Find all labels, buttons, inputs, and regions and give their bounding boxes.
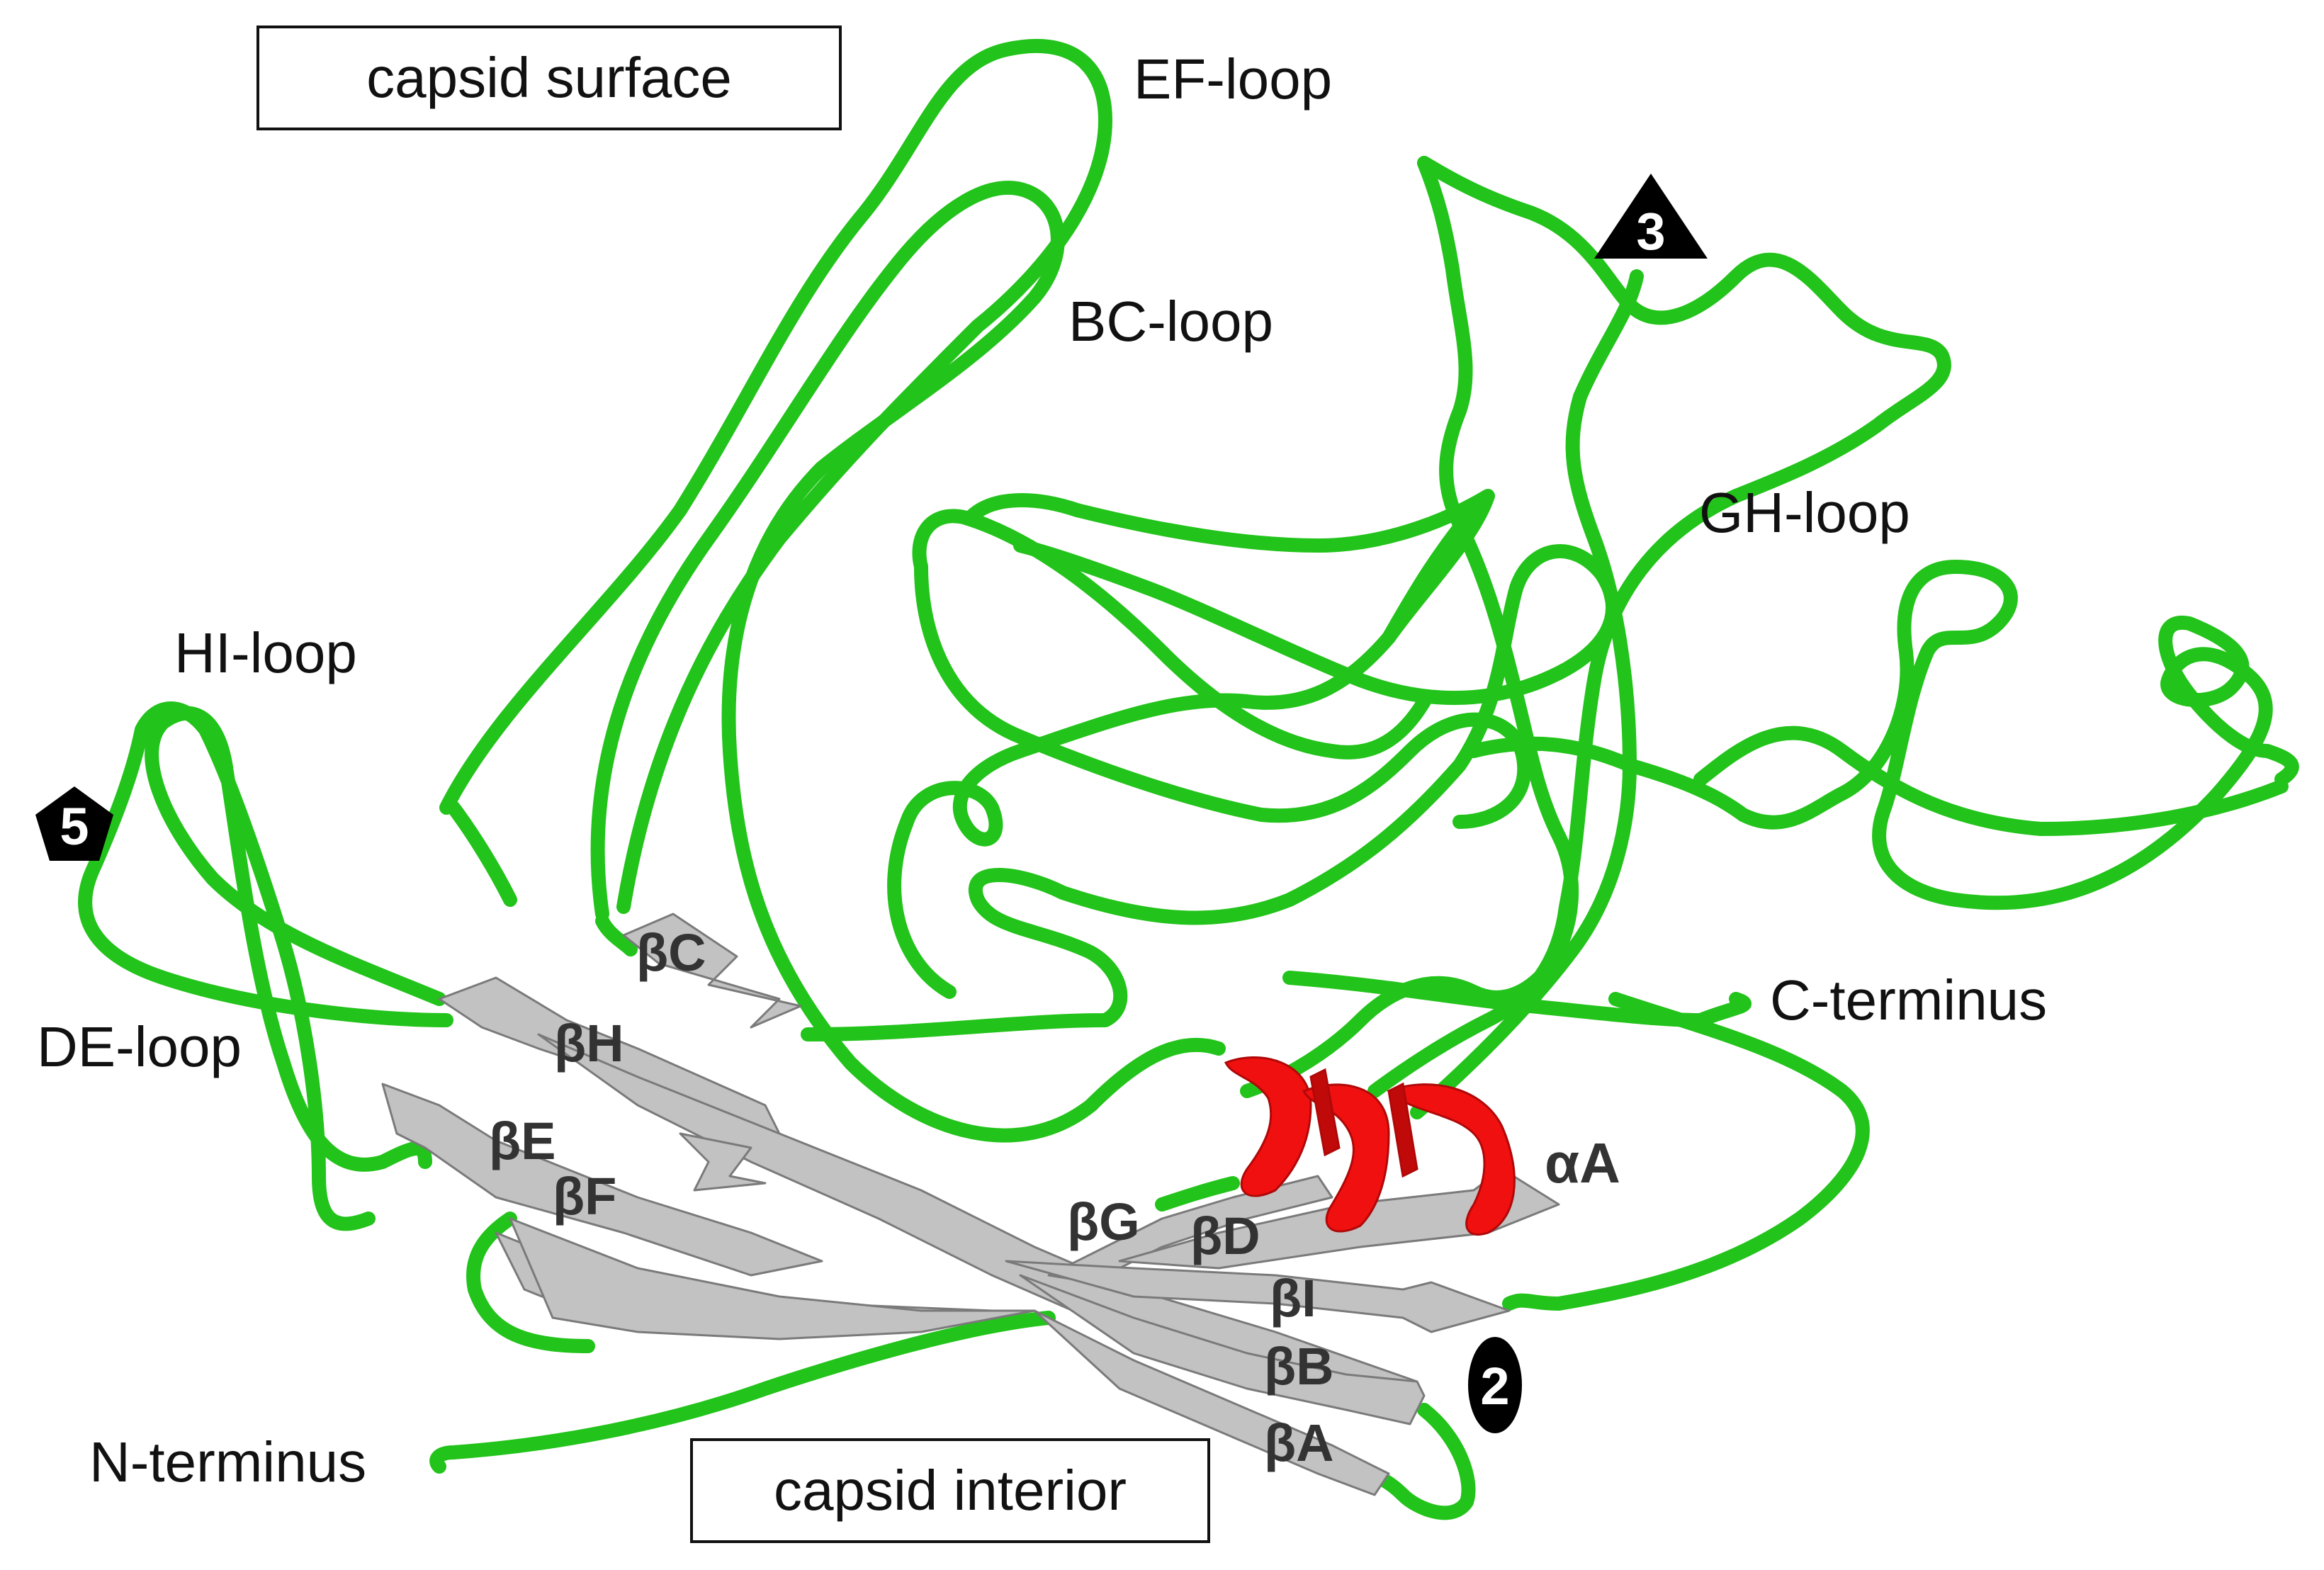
strand-ba	[1033, 1309, 1390, 1496]
gh-loop-coil	[1240, 156, 1579, 1098]
inner-loop-coil-b	[914, 560, 1532, 829]
ef-loop-label: EF-loop	[1134, 47, 1333, 111]
coil-backbone	[78, 38, 2299, 1520]
bg-coil	[1155, 1176, 1240, 1212]
strand-bf-label: βF	[553, 1167, 617, 1226]
right-excursion-coil	[1467, 560, 2299, 910]
strand-bi	[1005, 1260, 1511, 1333]
helix-turn-1	[1224, 1056, 1312, 1197]
c-terminus-coil	[1282, 971, 1752, 1027]
middle-loop-coil	[801, 538, 1620, 1041]
n-terminus-coil	[429, 1311, 1056, 1474]
c-terminus-label: C-terminus	[1770, 968, 2048, 1032]
strand-bc	[622, 913, 802, 1029]
helix-to-gh-coil	[1410, 269, 1644, 1119]
gh-loop-return-coil	[1367, 489, 1743, 1098]
right-tail-coil	[1693, 725, 2289, 836]
helix-label: αA	[1545, 1131, 1620, 1195]
gh-loop-label: GH-loop	[1699, 481, 1910, 544]
twofold-axis-ellipse-icon: 2	[1468, 1337, 1522, 1433]
fivefold-axis-label: 5	[60, 797, 89, 856]
capsid-surface-box: capsid surface	[256, 26, 842, 130]
helix-turn-2	[1302, 1083, 1390, 1233]
strand-bd-label: βD	[1190, 1207, 1260, 1265]
hi-loop-label: HI-loop	[174, 621, 357, 684]
alpha-helix	[1224, 1056, 1516, 1236]
ba-bb-hairpin-coil	[1353, 1403, 1476, 1520]
de-loop-coil	[78, 701, 453, 1231]
right-descending-coil	[1502, 992, 1870, 1311]
strand-ba-label: βA	[1264, 1413, 1334, 1472]
strand-bi-label: βI	[1270, 1269, 1316, 1328]
strand-bh-arrow	[679, 1132, 767, 1192]
ef-loop-coil	[439, 38, 1112, 914]
strand-bg	[1047, 1175, 1333, 1284]
strand-be-label: βE	[489, 1112, 556, 1170]
strand-lower-left	[509, 1217, 1036, 1340]
inner-loop-coil-a	[887, 489, 1495, 999]
fivefold-axis-pentagon-icon: 5	[35, 786, 113, 861]
strand-bg-label: βG	[1067, 1192, 1140, 1251]
inner-loop-coil-c	[912, 509, 1431, 759]
strand-be	[381, 1083, 823, 1277]
threefold-axis-triangle-icon: 3	[1594, 174, 1708, 261]
helix-back-1	[1309, 1068, 1341, 1157]
twofold-axis-label: 2	[1480, 1357, 1509, 1416]
strand-bh-label: βH	[554, 1014, 624, 1073]
strand-bb-label: βB	[1264, 1337, 1334, 1396]
bc-loop-label: BC-loop	[1068, 290, 1274, 353]
upper-left-coil	[446, 801, 517, 907]
threefold-axis-label: 3	[1636, 202, 1665, 261]
strand-bc-label: βC	[636, 923, 706, 982]
helix-back-2	[1387, 1082, 1418, 1178]
strand-top-coil	[595, 914, 638, 956]
capsid-interior-box: capsid interior	[690, 1438, 1210, 1543]
bc-loop-coil	[590, 181, 1226, 1143]
n-terminus-label: N-terminus	[89, 1430, 367, 1493]
gh-loop-top-coil	[1417, 156, 1951, 503]
strand-bb	[1019, 1274, 1426, 1425]
lower-left-coil	[466, 1212, 595, 1353]
helix-turn-3	[1387, 1083, 1516, 1236]
de-loop-label: DE-loop	[37, 1015, 242, 1078]
